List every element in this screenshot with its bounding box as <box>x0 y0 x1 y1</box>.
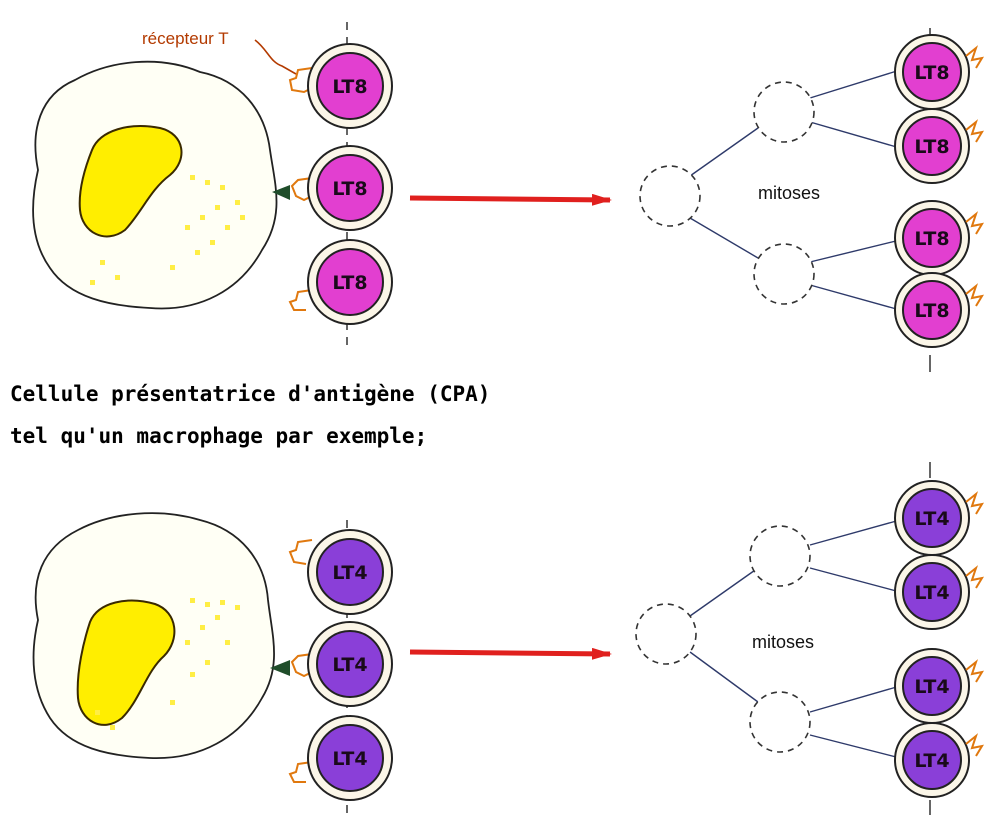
caption-line-1: Cellule présentatrice d'antigène (CPA) <box>10 382 491 406</box>
t-cell-receptor-icon <box>965 283 985 307</box>
receptor-pointer-line <box>254 39 297 75</box>
lt8-cell-1: LT8 <box>288 43 393 129</box>
lt8-cell-label: LT8 <box>914 62 949 84</box>
lt8-cell-label: LT8 <box>914 300 949 322</box>
dividing-cell-placeholder <box>749 525 811 587</box>
mitosis-tree-lt4 <box>689 519 901 759</box>
lt8-cell-2: LT8 <box>290 145 393 231</box>
lt8-daughter-cell-1: LT8 <box>894 34 985 110</box>
lt4-daughter-cell-4: LT4 <box>894 722 985 798</box>
lt4-cell-label: LT4 <box>332 562 367 584</box>
t-cell-receptor-icon <box>965 733 985 757</box>
t-cell-receptor-icon <box>965 491 985 515</box>
lt4-cell-label: LT4 <box>914 582 949 604</box>
lt8-cell-label: LT8 <box>332 272 367 294</box>
lt4-cell-label: LT4 <box>332 748 367 770</box>
lt4-cell-label: LT4 <box>914 750 949 772</box>
t-cell-receptor-icon <box>965 659 985 683</box>
dividing-cell-placeholder <box>635 603 697 665</box>
lt4-cell-label: LT4 <box>914 508 949 530</box>
t-cell-receptor-icon <box>965 565 985 589</box>
t-cell-receptor-icon <box>288 761 313 783</box>
lt8-cell-label: LT8 <box>332 178 367 200</box>
caption-line-2: tel qu'un macrophage par exemple; <box>10 424 428 448</box>
lt8-cell-body <box>316 52 384 120</box>
mitosis-tree-lt8 <box>689 69 901 311</box>
antigen-presentation-marker <box>272 185 290 200</box>
lt8-cell-body <box>316 248 384 316</box>
antigen-presentation-marker <box>270 660 290 676</box>
lt8-cell-3: LT8 <box>288 239 393 325</box>
lt8-daughter-cell-2: LT8 <box>894 108 985 184</box>
lt4-cell-label: LT4 <box>332 654 367 676</box>
macrophage-nucleus <box>78 125 183 238</box>
activation-arrow <box>409 193 612 206</box>
dividing-cell-placeholder <box>639 165 701 227</box>
panel-lt8: récepteur T LT8 LT8 <box>32 22 985 372</box>
macrophage-nucleus <box>76 599 176 726</box>
t-cell-receptor-icon <box>288 67 313 94</box>
lt4-cell-3: LT4 <box>288 715 393 801</box>
lt4-cell-1: LT4 <box>288 529 393 615</box>
lt4-cell-label: LT4 <box>914 676 949 698</box>
macrophage-granules <box>90 175 245 285</box>
macrophage-granules <box>95 598 240 730</box>
receptor-label: récepteur T <box>142 29 229 48</box>
t-cell-receptor-icon <box>288 289 313 311</box>
panel-lt4: LT4 LT4 LT4 mitoses <box>32 462 985 820</box>
lt4-daughter-cell-3: LT4 <box>894 648 985 724</box>
lt4-cell-body <box>316 630 384 698</box>
lt4-cell-body <box>316 724 384 792</box>
activation-arrow <box>409 647 612 660</box>
lt8-daughter-cell-4: LT8 <box>894 272 985 348</box>
lt8-cell-label: LT8 <box>332 76 367 98</box>
t-cell-receptor-icon <box>965 119 985 143</box>
mitoses-label: mitoses <box>758 183 820 203</box>
t-cell-receptor-icon <box>288 539 313 565</box>
lt4-daughter-cell-1: LT4 <box>894 480 985 556</box>
lt8-cell-body <box>316 154 384 222</box>
t-cell-receptor-icon <box>965 211 985 235</box>
dividing-cell-placeholder <box>753 81 815 143</box>
lt4-cell-2: LT4 <box>290 621 393 707</box>
t-cell-receptor-icon <box>290 177 313 202</box>
lt8-cell-label: LT8 <box>914 136 949 158</box>
lt4-daughter-cell-2: LT4 <box>894 554 985 630</box>
t-cell-receptor-icon <box>965 45 985 69</box>
lt8-daughter-cell-3: LT8 <box>894 200 985 276</box>
dividing-cell-placeholder <box>753 243 815 305</box>
dividing-cell-placeholder <box>749 691 811 753</box>
lt4-cell-body <box>316 538 384 606</box>
lt8-cell-label: LT8 <box>914 228 949 250</box>
t-cell-receptor-icon <box>290 653 313 678</box>
mitoses-label: mitoses <box>752 632 814 652</box>
